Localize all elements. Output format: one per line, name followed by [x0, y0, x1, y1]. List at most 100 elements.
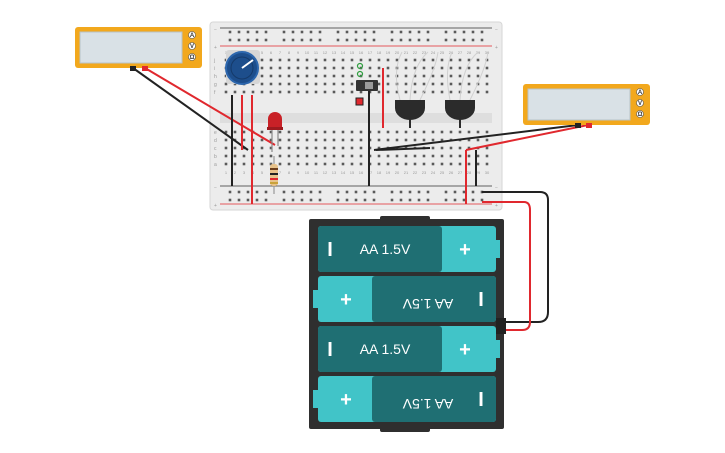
breadboard-hole[interactable]	[341, 162, 345, 166]
breadboard-hole[interactable]	[246, 190, 250, 194]
breadboard-hole[interactable]	[291, 30, 295, 34]
breadboard-hole[interactable]	[377, 58, 381, 62]
breadboard-hole[interactable]	[350, 82, 354, 86]
breadboard-hole[interactable]	[278, 162, 282, 166]
breadboard-hole[interactable]	[305, 58, 309, 62]
breadboard-hole[interactable]	[260, 162, 264, 166]
breadboard-hole[interactable]	[260, 82, 264, 86]
breadboard-hole[interactable]	[422, 66, 426, 70]
breadboard-hole[interactable]	[395, 130, 399, 134]
multimeter-mode-button-v[interactable]: V	[188, 42, 196, 51]
breadboard-hole[interactable]	[224, 82, 228, 86]
breadboard-hole[interactable]	[458, 154, 462, 158]
breadboard-hole[interactable]	[390, 38, 394, 42]
breadboard-hole[interactable]	[318, 190, 322, 194]
breadboard-hole[interactable]	[426, 38, 430, 42]
wire-black-left-meter[interactable]	[132, 67, 249, 151]
battery-cell-3[interactable]: I AA 1.5V +	[318, 326, 500, 372]
breadboard-hole[interactable]	[269, 154, 273, 158]
breadboard-hole[interactable]	[377, 90, 381, 94]
breadboard-hole[interactable]	[408, 38, 412, 42]
breadboard-hole[interactable]	[246, 30, 250, 34]
breadboard-hole[interactable]	[372, 190, 376, 194]
breadboard-hole[interactable]	[440, 154, 444, 158]
breadboard-hole[interactable]	[431, 138, 435, 142]
breadboard-hole[interactable]	[296, 146, 300, 150]
breadboard-hole[interactable]	[242, 138, 246, 142]
breadboard-hole[interactable]	[467, 154, 471, 158]
breadboard-hole[interactable]	[431, 130, 435, 134]
breadboard-hole[interactable]	[467, 146, 471, 150]
breadboard-hole[interactable]	[404, 154, 408, 158]
breadboard-hole[interactable]	[395, 58, 399, 62]
breadboard-hole[interactable]	[291, 190, 295, 194]
breadboard-hole[interactable]	[345, 38, 349, 42]
breadboard-hole[interactable]	[332, 154, 336, 158]
breadboard-hole[interactable]	[332, 82, 336, 86]
breadboard-hole[interactable]	[458, 162, 462, 166]
slide-switch[interactable]	[355, 62, 378, 106]
breadboard-hole[interactable]	[404, 138, 408, 142]
breadboard-hole[interactable]	[467, 82, 471, 86]
breadboard-hole[interactable]	[440, 130, 444, 134]
breadboard-hole[interactable]	[413, 130, 417, 134]
probe-jack-red[interactable]	[142, 66, 148, 71]
breadboard-hole[interactable]	[395, 138, 399, 142]
breadboard-hole[interactable]	[462, 38, 466, 42]
breadboard-hole[interactable]	[372, 38, 376, 42]
breadboard-hole[interactable]	[291, 38, 295, 42]
breadboard-hole[interactable]	[485, 146, 489, 150]
breadboard-hole[interactable]	[314, 162, 318, 166]
breadboard-hole[interactable]	[278, 74, 282, 78]
multimeter-right[interactable]: A V Ω	[523, 84, 650, 128]
breadboard-hole[interactable]	[386, 82, 390, 86]
breadboard-hole[interactable]	[278, 82, 282, 86]
breadboard-hole[interactable]	[417, 30, 421, 34]
breadboard-hole[interactable]	[242, 90, 246, 94]
breadboard-hole[interactable]	[264, 30, 268, 34]
breadboard-hole[interactable]	[444, 190, 448, 194]
breadboard-hole[interactable]	[449, 146, 453, 150]
breadboard-hole[interactable]	[377, 146, 381, 150]
breadboard-hole[interactable]	[485, 154, 489, 158]
breadboard-hole[interactable]	[246, 198, 250, 202]
breadboard-hole[interactable]	[264, 38, 268, 42]
breadboard-hole[interactable]	[296, 154, 300, 158]
breadboard-hole[interactable]	[413, 74, 417, 78]
breadboard-hole[interactable]	[408, 190, 412, 194]
multimeter-mode-button-a[interactable]: A	[636, 88, 644, 97]
breadboard-hole[interactable]	[359, 162, 363, 166]
breadboard-hole[interactable]	[314, 130, 318, 134]
breadboard-hole[interactable]	[462, 30, 466, 34]
breadboard-hole[interactable]	[323, 58, 327, 62]
breadboard-hole[interactable]	[323, 82, 327, 86]
breadboard-hole[interactable]	[422, 138, 426, 142]
breadboard-hole[interactable]	[462, 190, 466, 194]
breadboard-hole[interactable]	[287, 58, 291, 62]
breadboard-hole[interactable]	[314, 154, 318, 158]
breadboard-hole[interactable]	[278, 130, 282, 134]
multimeter-mode-button-a[interactable]: A	[188, 31, 196, 40]
breadboard-hole[interactable]	[296, 58, 300, 62]
breadboard-hole[interactable]	[476, 66, 480, 70]
breadboard-hole[interactable]	[449, 162, 453, 166]
breadboard-hole[interactable]	[260, 74, 264, 78]
breadboard-hole[interactable]	[296, 74, 300, 78]
breadboard-hole[interactable]	[390, 198, 394, 202]
breadboard-hole[interactable]	[314, 90, 318, 94]
breadboard-hole[interactable]	[314, 146, 318, 150]
breadboard-hole[interactable]	[476, 138, 480, 142]
breadboard-hole[interactable]	[300, 198, 304, 202]
breadboard-hole[interactable]	[422, 154, 426, 158]
resistor[interactable]	[270, 156, 278, 194]
breadboard-hole[interactable]	[323, 66, 327, 70]
breadboard-hole[interactable]	[476, 162, 480, 166]
breadboard-hole[interactable]	[233, 90, 237, 94]
breadboard-hole[interactable]	[462, 198, 466, 202]
breadboard-hole[interactable]	[399, 38, 403, 42]
breadboard-hole[interactable]	[237, 30, 241, 34]
breadboard-hole[interactable]	[359, 154, 363, 158]
breadboard-hole[interactable]	[467, 58, 471, 62]
breadboard-hole[interactable]	[305, 138, 309, 142]
breadboard-hole[interactable]	[305, 74, 309, 78]
